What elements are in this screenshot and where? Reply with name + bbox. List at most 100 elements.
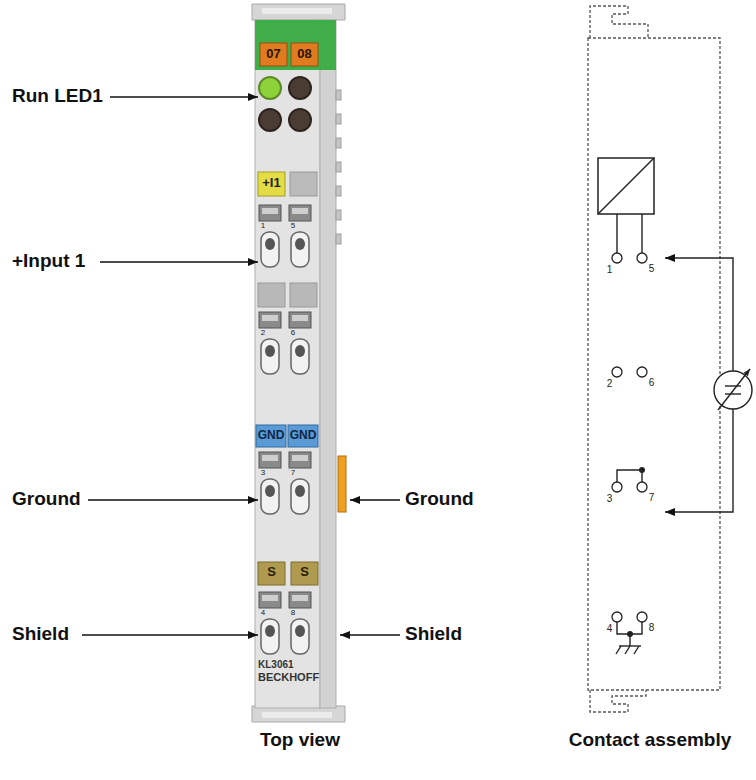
clamp-opening (265, 238, 275, 250)
clamp-slot (259, 205, 281, 221)
part-label: Ground (12, 489, 81, 510)
ground-plate (288, 425, 318, 447)
top-clip-outline (590, 6, 648, 38)
clamp-lever (291, 479, 309, 514)
spring-clamp (259, 452, 281, 514)
earth-symbol (634, 646, 639, 654)
contact-tabs (336, 90, 341, 244)
contact-tab (336, 90, 341, 100)
blank-plate (290, 283, 317, 307)
clamp-slot-inner (292, 595, 308, 601)
part-label: Ground (405, 489, 474, 510)
led (289, 77, 311, 99)
spring-clamp (289, 592, 311, 654)
source-wire (665, 258, 733, 371)
clamp-opening (295, 345, 305, 357)
clamp-lever (291, 339, 309, 374)
variable-arrow (718, 369, 750, 410)
clamp-lever (261, 339, 279, 374)
wiring (616, 214, 752, 654)
led (259, 109, 281, 131)
junction-dot (627, 631, 633, 637)
contact-tab (336, 114, 341, 124)
leader-line (82, 634, 258, 636)
contact-point (612, 482, 622, 492)
clamp-opening (265, 625, 275, 637)
pin-number: 6 (288, 329, 298, 338)
contact-point (637, 612, 647, 622)
clamp-slot-inner (262, 455, 278, 461)
contact-tab (336, 234, 341, 244)
source-wire (665, 409, 733, 512)
clamp-slot (289, 452, 311, 468)
pin-number: 1 (258, 222, 268, 231)
channel-number: 07 (260, 47, 287, 61)
contact-tab (336, 210, 341, 220)
contact-tab (336, 162, 341, 172)
shield-plate (291, 562, 318, 585)
converter-symbol (598, 158, 654, 214)
spring-clamp (289, 452, 311, 514)
pin-number: 4 (605, 623, 614, 634)
type-label: KL3061 (258, 659, 294, 670)
clamp-lever (261, 619, 279, 654)
clamp-opening (295, 238, 305, 250)
contact-point (637, 367, 647, 377)
clamp-lever (261, 479, 279, 514)
clamp-slot-inner (292, 208, 308, 214)
wire (641, 214, 642, 253)
pin-number: 7 (647, 492, 656, 503)
clamp-slot-inner (262, 208, 278, 214)
pin-number: 7 (288, 469, 298, 478)
junction-dot (639, 467, 645, 473)
housing-outline (588, 6, 720, 712)
side-strip (320, 20, 336, 708)
spring-clamp (289, 312, 311, 374)
signal-name: GND (288, 429, 318, 442)
pin-number: 8 (647, 622, 656, 633)
label-band (255, 20, 336, 70)
bottom-clip-outline (590, 690, 646, 712)
signal-name: +I1 (258, 176, 285, 190)
clamp-lever (261, 232, 279, 267)
earth-symbol (625, 646, 630, 654)
part-label: Shield (405, 624, 462, 645)
pin-number: 1 (605, 264, 614, 275)
channel-box (260, 43, 287, 66)
led (289, 109, 311, 131)
spring-clamp (289, 205, 311, 267)
blank-plate (290, 172, 317, 196)
pin-number: 4 (258, 609, 268, 618)
view-caption: Top view (210, 730, 390, 751)
shield-plate (258, 562, 285, 585)
brand-label: BECKHOFF (258, 671, 319, 683)
clip-notch (262, 712, 332, 718)
clamp-slot (259, 592, 281, 608)
contact-tab (336, 186, 341, 196)
clamp-lever (291, 619, 309, 654)
converter-diagonal (598, 158, 654, 214)
pin-number: 8 (288, 609, 298, 618)
clamp-slot (289, 205, 311, 221)
signal-name: S (258, 565, 285, 579)
leader-line (100, 261, 258, 263)
pin-number: 2 (258, 329, 268, 338)
pin-number: 6 (647, 377, 656, 388)
contact-point (637, 482, 647, 492)
spring-clamp (259, 205, 281, 267)
dc-sign (725, 393, 741, 394)
contact-point (612, 253, 622, 263)
pin-number: 2 (605, 378, 614, 389)
spring-clamp (259, 312, 281, 374)
leader-line (340, 634, 400, 636)
clamp-opening (265, 345, 275, 357)
clamp-slot (259, 312, 281, 328)
channel-number: 08 (291, 47, 318, 61)
housing-outline (588, 38, 720, 690)
part-label: +Input 1 (12, 251, 85, 272)
clamp-slot-inner (262, 315, 278, 321)
clip-notch (262, 8, 332, 14)
blank-plate (258, 283, 285, 307)
